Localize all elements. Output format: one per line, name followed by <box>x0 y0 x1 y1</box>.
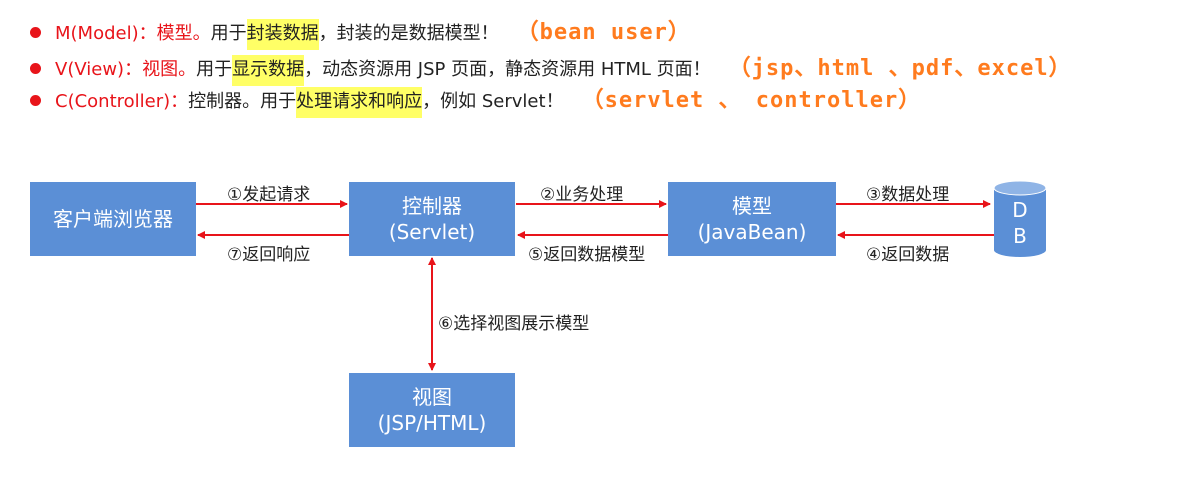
label-response: ⑦返回响应 <box>227 245 311 265</box>
model-subtitle: (JavaBean) <box>697 220 807 244</box>
bullet-note: （jsp、html 、pdf、excel） <box>728 56 1072 81</box>
bullet-controller: C(Controller)：控制器。用于处理请求和响应，例如 Servlet！ （… <box>30 86 922 118</box>
view-box: 视图 (JSP/HTML) <box>349 373 515 447</box>
bullet-text: ，动态资源用 JSP 页面，静态资源用 HTML 页面！ <box>304 59 711 80</box>
bullet-view: V(View)：视图。用于显示数据，动态资源用 JSP 页面，静态资源用 HTM… <box>30 54 1072 86</box>
bullet-text: 用于 <box>210 23 247 44</box>
bullet-text: 控制器。用于 <box>188 91 297 112</box>
bullet-model: M(Model)：模型。用于封装数据，封装的是数据模型！ （bean user） <box>30 18 691 50</box>
bullet-dot-icon <box>30 94 41 106</box>
database-icon <box>993 180 1047 257</box>
bullet-text: ，例如 Servlet！ <box>422 91 564 112</box>
browser-label: 客户端浏览器 <box>53 207 173 231</box>
bullet-note: （bean user） <box>516 20 691 45</box>
bullet-highlight: 显示数据 <box>232 55 305 86</box>
db-letter: D <box>1012 198 1028 222</box>
bullet-dot-icon <box>30 26 41 38</box>
bullet-prefix: V(View)：视图。 <box>55 59 197 80</box>
db-label: D B <box>995 197 1045 249</box>
db-letter: B <box>1013 224 1027 248</box>
label-request: ①发起请求 <box>227 185 311 205</box>
bullet-highlight: 处理请求和响应 <box>296 87 423 118</box>
label-select-view: ⑥选择视图展示模型 <box>438 314 590 334</box>
label-return-data: ④返回数据 <box>866 245 950 265</box>
controller-subtitle: (Servlet) <box>388 220 476 244</box>
browser-box: 客户端浏览器 <box>30 182 196 256</box>
bullet-text: 用于 <box>196 59 233 80</box>
label-business: ②业务处理 <box>540 185 624 205</box>
view-title: 视图 <box>412 385 452 409</box>
bullet-note: （servlet 、 controller） <box>581 88 922 113</box>
label-data-process: ③数据处理 <box>866 185 950 205</box>
controller-title: 控制器 <box>402 194 462 218</box>
view-subtitle: (JSP/HTML) <box>377 411 487 435</box>
controller-box: 控制器 (Servlet) <box>349 182 515 256</box>
bullet-prefix: M(Model)：模型。 <box>55 23 211 44</box>
model-box: 模型 (JavaBean) <box>668 182 836 256</box>
label-return-model: ⑤返回数据模型 <box>528 245 646 265</box>
bullet-dot-icon <box>30 62 41 74</box>
bullet-text: ，封装的是数据模型！ <box>318 23 499 44</box>
bullet-prefix: C(Controller)： <box>55 91 189 112</box>
bullet-highlight: 封装数据 <box>246 19 319 50</box>
model-title: 模型 <box>732 194 772 218</box>
